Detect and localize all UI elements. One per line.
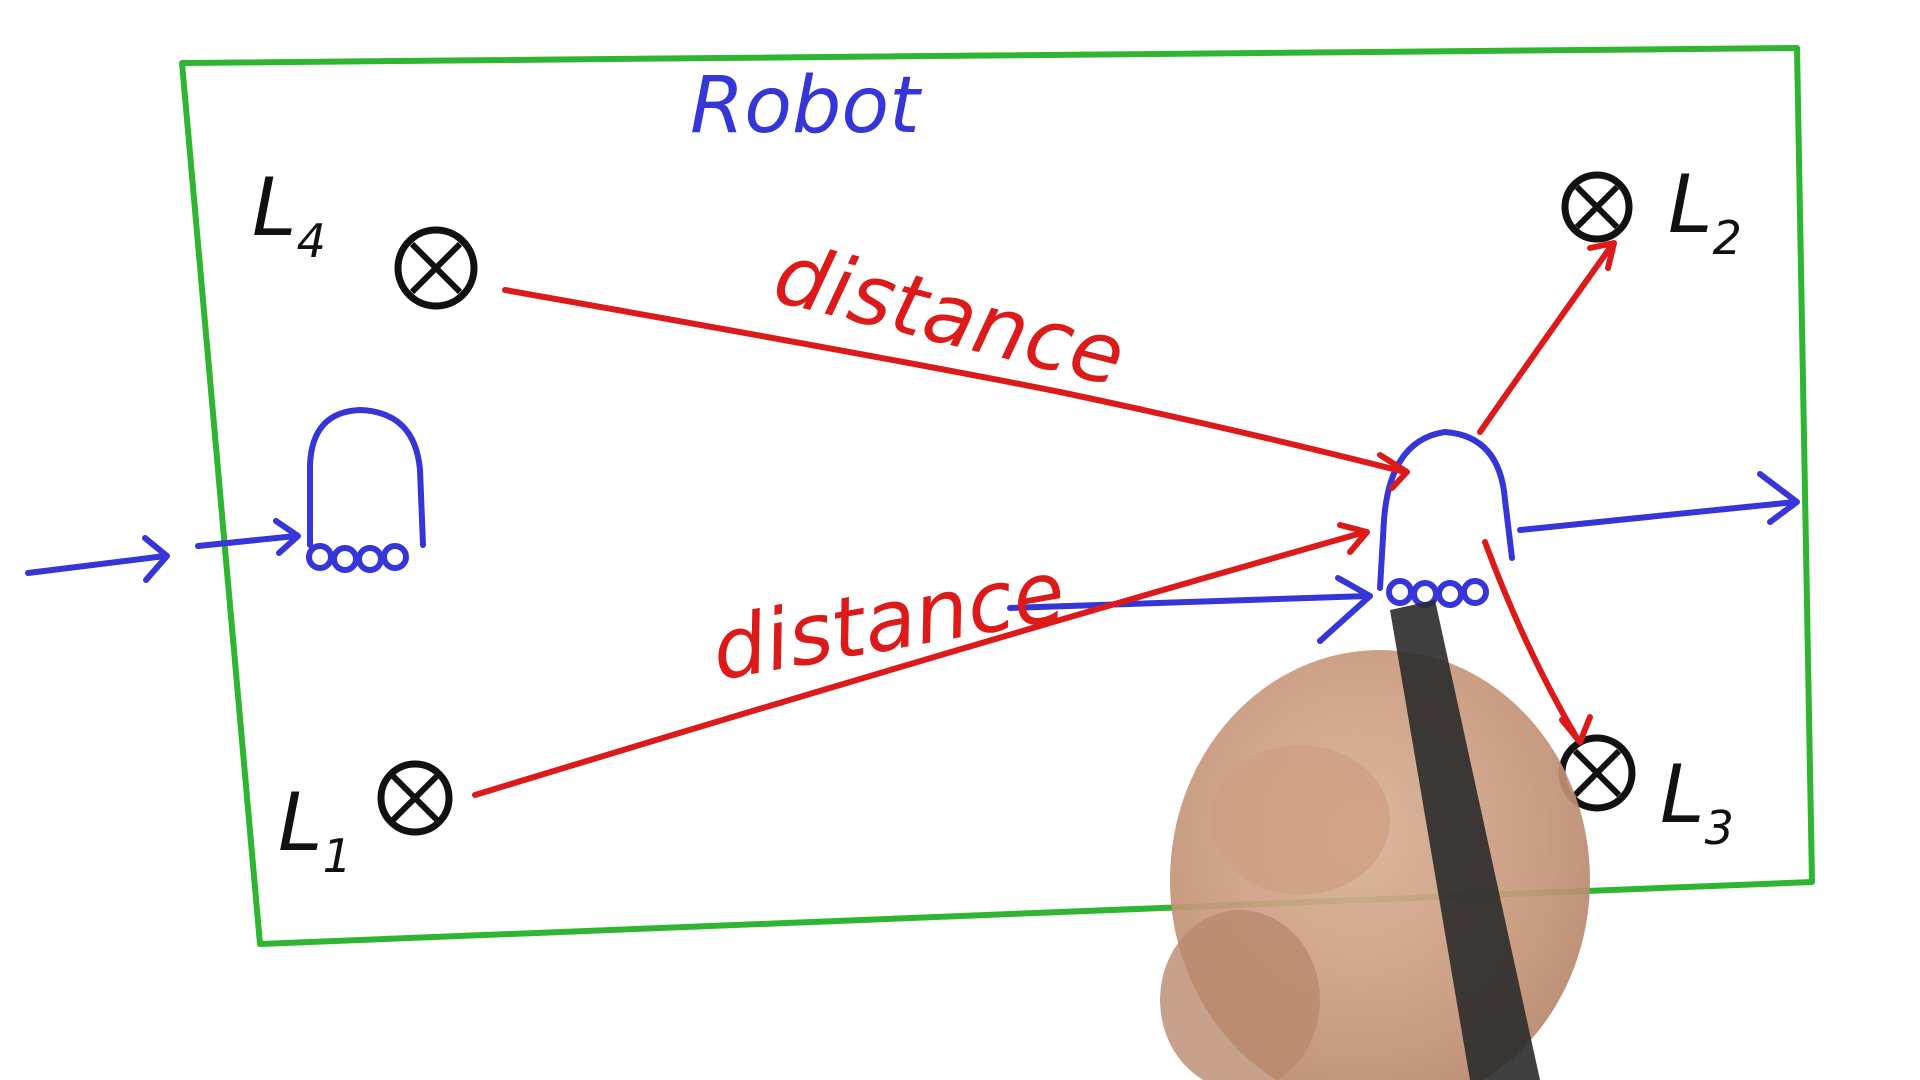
landmark-marker-icon [1561,171,1633,243]
robot-pose-2 [1377,428,1515,608]
edge-label-top: distance [765,224,1134,405]
robot-wheel-icon [356,545,384,573]
landmark-marker-icon [377,760,453,836]
arrow-in-inside [195,533,299,549]
arrowhead-icon [1377,452,1410,491]
landmark-label: L1 [278,776,352,883]
landmark-label: L3 [1660,748,1734,855]
robot-wheel-icon [331,545,359,573]
landmark-label: L4 [252,161,326,268]
robot-body-icon [307,406,426,548]
robot-wheel-icon [1461,578,1489,606]
arrowhead-icon [1757,471,1800,525]
landmark-marker-icon [394,226,478,310]
landmark-letter: L [1668,158,1713,251]
landmark-l3: L3 [1558,734,1734,855]
arrowhead-icon [1559,714,1593,745]
landmark-l1: L1 [278,760,453,883]
landmark-l4: L4 [252,161,478,310]
measurement-l3 [1482,539,1593,745]
landmark-subscript: 4 [297,214,326,268]
landmark-l2: L2 [1561,158,1742,265]
arrowhead-icon [1317,575,1373,644]
landmark-label: L2 [1668,158,1742,265]
edge-label-bottom: distance [704,541,1072,699]
arrowhead-icon [273,518,301,556]
robot-wheel-icon [306,543,334,571]
environment-frame [179,45,1815,947]
arrow-in-outside [25,553,168,576]
presenter-hand [1160,600,1590,1080]
robot-motion-arrow [1007,575,1373,644]
robot-wheel-icon [1386,578,1414,606]
robot-path-in [25,518,301,583]
robot-path-out [1517,471,1800,533]
robot-wheel-icon [1436,580,1464,608]
landmark-letter: L [252,161,297,254]
arrowhead-icon [142,535,170,583]
arrowhead-icon [1337,522,1370,555]
robot-wheel-icon [381,543,409,571]
landmark-letter: L [278,776,323,869]
landmark-subscript: 1 [323,829,352,883]
landmark-subscript: 2 [1713,211,1742,265]
arrowhead-icon [1587,240,1617,271]
landmark-letter: L [1660,748,1705,841]
marker-pen-icon [1390,600,1540,1080]
landmark-subscript: 3 [1705,801,1734,855]
diagram-title: Robot [690,61,922,151]
measurement-l1 [472,522,1370,798]
measurement-l2 [1477,240,1617,435]
robot-pose-1 [306,406,426,573]
measurement-l4 [502,287,1410,491]
